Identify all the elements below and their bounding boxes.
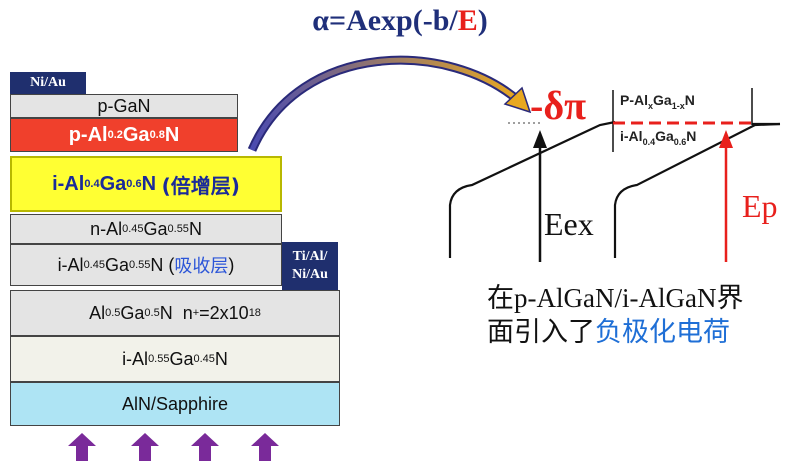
- eex-label: Eex: [544, 206, 594, 242]
- light-arrow-icon: [191, 433, 219, 461]
- ep-label: Ep: [742, 188, 778, 224]
- formula-field-e: E: [457, 4, 478, 37]
- side-contact-ti-al-ni-au: Ti/Al/Ni/Au: [282, 242, 338, 290]
- note-line-1: 在p-AlGaN/i-AlGaN界: [487, 283, 744, 314]
- note-line-2: 面引入了负极化电荷: [487, 316, 730, 348]
- layer-substrate: AlN/Sapphire: [10, 382, 340, 426]
- band-label-p-algan: P-AlxGa1-xN: [620, 92, 695, 111]
- band-label-i-algan: i-Al0.4Ga0.6N: [620, 128, 697, 147]
- light-arrow-icon: [68, 433, 96, 461]
- interface-note: 在p-AlGaN/i-AlGaN界 面引入了负极化电荷: [487, 282, 743, 350]
- band-edge-right: [613, 122, 781, 258]
- band-edge-left: [448, 120, 616, 258]
- light-arrow-icon: [251, 433, 279, 461]
- connector-curve: [247, 55, 523, 152]
- formula-suffix: ): [477, 4, 488, 37]
- connector-arrowhead: [503, 86, 532, 114]
- layer-p-gan: p-GaN: [10, 94, 238, 118]
- light-arrow-icon: [131, 433, 159, 461]
- delta-pi-label: -δπ: [530, 83, 586, 128]
- formula-title: α=Aexp(-b/E): [0, 4, 800, 38]
- formula-prefix: α=Aexp(-b/: [312, 4, 458, 37]
- top-contact-ni-au: Ni/Au: [10, 72, 86, 94]
